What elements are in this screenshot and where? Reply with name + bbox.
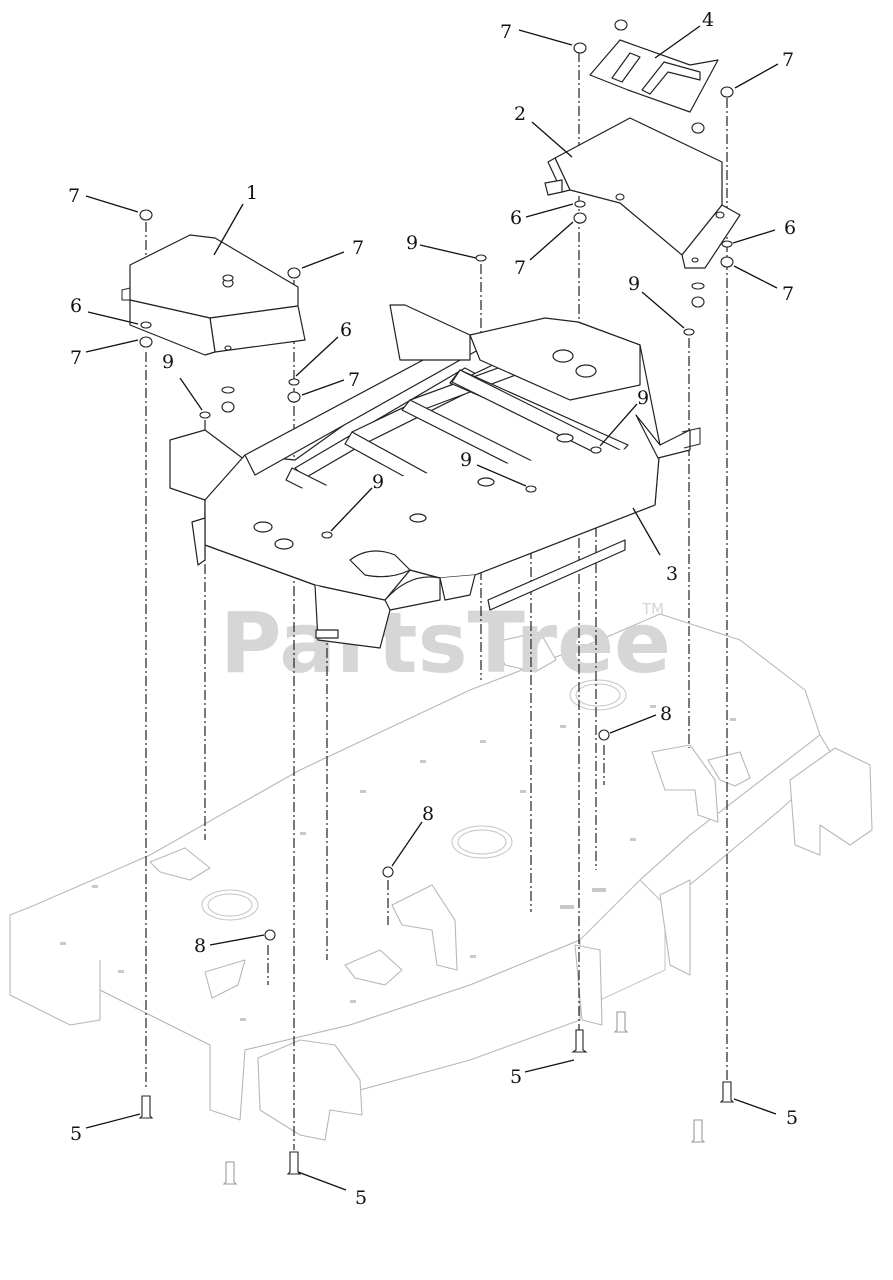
part-2-right-bracket [544,117,741,269]
callout-3: 3 [666,563,678,585]
callout-9d: 9 [637,387,649,409]
callout-9a: 9 [406,232,418,254]
callout-8a: 8 [660,703,672,725]
callout-7e: 7 [70,347,82,369]
callout-6d: 6 [340,319,352,341]
callout-1: 1 [246,182,258,204]
callout-7f: 7 [514,257,526,279]
callout-5b: 5 [510,1066,522,1088]
callout-9c: 9 [162,351,174,373]
callout-2: 2 [514,103,526,125]
leader-lines [85,25,779,1191]
callout-8b: 8 [422,803,434,825]
part-4-bent-plate [589,39,719,113]
callout-9f: 9 [372,471,384,493]
mower-deck [9,613,873,1141]
callout-7b: 7 [782,49,794,71]
hardware [138,19,735,1185]
callout-7h: 7 [348,369,360,391]
callout-9b: 9 [628,273,640,295]
callout-5a: 5 [70,1123,82,1145]
callout-6a: 6 [70,295,82,317]
watermark-trademark: TM [641,600,664,618]
callout-6c: 6 [784,217,796,239]
callout-7c: 7 [68,185,80,207]
callout-7d: 7 [352,237,364,259]
watermark: PartsTree [220,594,671,692]
callout-7g: 7 [782,283,794,305]
callout-9e: 9 [460,449,472,471]
part-3-main-pan [169,304,701,649]
callout-7a: 7 [500,21,512,43]
callout-5d: 5 [355,1187,367,1209]
part-1-left-cover [121,234,306,356]
callout-8c: 8 [194,935,206,957]
callout-4: 4 [702,9,714,31]
callouts: 1 2 3 4 5 5 5 5 6 6 6 6 7 7 7 7 7 7 7 7 … [68,9,798,1209]
callout-5c: 5 [786,1107,798,1129]
callout-6b: 6 [510,207,522,229]
